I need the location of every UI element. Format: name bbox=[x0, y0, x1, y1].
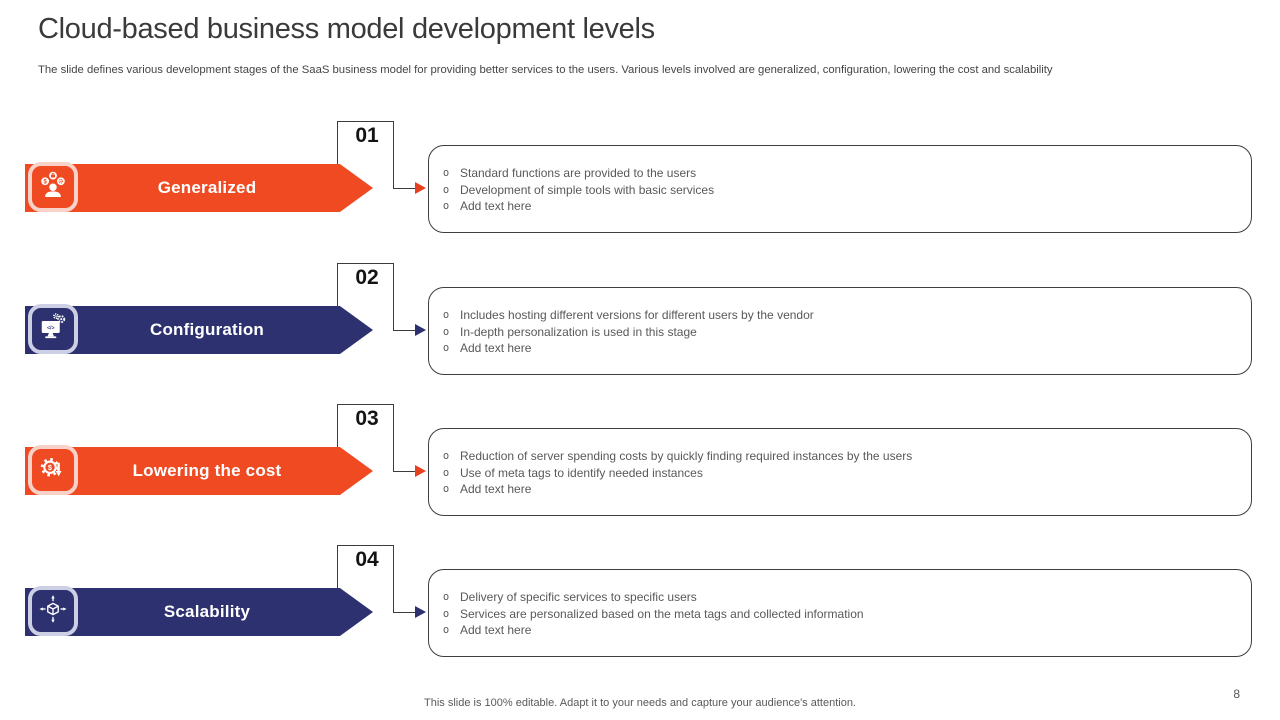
level-banner: Scalability bbox=[25, 588, 373, 636]
bullet-marker: o bbox=[442, 183, 450, 196]
bullet-marker: o bbox=[442, 167, 450, 179]
detail-box: o Includes hosting different versions fo… bbox=[428, 287, 1252, 375]
bullet-text: Development of simple tools with basic s… bbox=[460, 182, 715, 197]
page-number: 8 bbox=[1233, 687, 1240, 701]
connector-arrowhead-icon bbox=[415, 606, 426, 618]
bullet-item: o In-depth personalization is used in th… bbox=[441, 324, 1231, 341]
monitor-gear-icon: </> bbox=[35, 309, 71, 350]
connector-line bbox=[337, 121, 394, 122]
level-row-lowering-the-cost: Lowering the cost $ 03 o Reduction of se… bbox=[0, 404, 1280, 543]
user-services-icon: $ bbox=[35, 167, 71, 208]
bullet-item: o Development of simple tools with basic… bbox=[441, 182, 1231, 199]
connector-line bbox=[337, 404, 394, 405]
step-number: 01 bbox=[355, 124, 379, 147]
level-row-scalability: Scalability 04 bbox=[0, 545, 1280, 684]
bullet-marker: o bbox=[442, 591, 450, 603]
bullet-text: Add text here bbox=[460, 199, 532, 213]
bullet-text: Delivery of specific services to specifi… bbox=[460, 590, 697, 604]
connector-line bbox=[337, 404, 338, 447]
bullet-marker: o bbox=[442, 200, 450, 212]
bullet-text: Includes hosting different versions for … bbox=[460, 308, 814, 322]
bullet-marker: o bbox=[442, 309, 450, 321]
connector-line bbox=[393, 121, 394, 188]
bullet-text: In-depth personalization is used in this… bbox=[460, 324, 697, 339]
connector-line bbox=[393, 545, 394, 612]
icon-tile: $ bbox=[28, 445, 78, 495]
step-number: 02 bbox=[355, 266, 379, 289]
bullet-item: o Standard functions are provided to the… bbox=[441, 165, 1231, 182]
connector-line bbox=[337, 545, 338, 588]
svg-text:</>: </> bbox=[47, 325, 55, 331]
connector-line bbox=[337, 121, 338, 164]
bullet-item: o Services are personalized based on the… bbox=[441, 606, 1231, 623]
level-banner: Generalized bbox=[25, 164, 373, 212]
bullet-marker: o bbox=[442, 450, 450, 462]
connector-line bbox=[337, 545, 394, 546]
level-banner: Configuration bbox=[25, 306, 373, 354]
bullet-text: Add text here bbox=[460, 341, 532, 355]
bullet-text: Use of meta tags to identify needed inst… bbox=[460, 465, 703, 480]
level-banner-label: Generalized bbox=[157, 178, 257, 197]
connector-line bbox=[393, 471, 417, 472]
footer-note: This slide is 100% editable. Adapt it to… bbox=[424, 697, 856, 709]
bullet-item: o Add text here bbox=[441, 481, 1231, 498]
bullet-marker: o bbox=[442, 466, 450, 479]
icon-tile: $ bbox=[28, 162, 78, 212]
scalability-cube-icon bbox=[35, 591, 71, 632]
page-subtitle: The slide defines various development st… bbox=[38, 64, 1053, 76]
detail-box: o Standard functions are provided to the… bbox=[428, 145, 1252, 233]
level-banner-label: Scalability bbox=[163, 602, 251, 621]
connector-arrowhead-icon bbox=[415, 465, 426, 477]
bullet-text: Reduction of server spending costs by qu… bbox=[460, 449, 913, 463]
bullet-marker: o bbox=[442, 483, 450, 495]
bullet-item: o Delivery of specific services to speci… bbox=[441, 589, 1231, 606]
level-banner-label: Lowering the cost bbox=[132, 461, 282, 480]
level-row-configuration: Configuration </> 02 bbox=[0, 263, 1280, 402]
icon-tile: </> bbox=[28, 304, 78, 354]
svg-text:$: $ bbox=[43, 179, 47, 185]
bullet-item: o Add text here bbox=[441, 622, 1231, 639]
svg-text:$: $ bbox=[48, 463, 53, 472]
level-row-generalized: Generalized $ 0 bbox=[0, 121, 1280, 260]
bullet-marker: o bbox=[442, 607, 450, 620]
bullet-text: Add text here bbox=[460, 482, 532, 496]
bullet-item: o Add text here bbox=[441, 198, 1231, 215]
connector-line bbox=[337, 263, 394, 264]
level-banner-label: Configuration bbox=[149, 320, 265, 339]
bullet-marker: o bbox=[442, 342, 450, 354]
bullet-text: Add text here bbox=[460, 623, 532, 637]
bullet-item: o Includes hosting different versions fo… bbox=[441, 307, 1231, 324]
bullet-marker: o bbox=[442, 325, 450, 338]
bullet-text: Standard functions are provided to the u… bbox=[460, 166, 697, 180]
connector-line bbox=[393, 188, 417, 189]
step-number: 04 bbox=[355, 548, 379, 571]
connector-line bbox=[393, 263, 394, 330]
bullet-item: o Use of meta tags to identify needed in… bbox=[441, 465, 1231, 482]
level-banner: Lowering the cost bbox=[25, 447, 373, 495]
connector-line bbox=[393, 404, 394, 471]
connector-arrowhead-icon bbox=[415, 182, 426, 194]
connector-line bbox=[393, 330, 417, 331]
connector-arrowhead-icon bbox=[415, 324, 426, 336]
step-number: 03 bbox=[355, 407, 379, 430]
bullet-text: Services are personalized based on the m… bbox=[460, 606, 864, 621]
bullet-item: o Add text here bbox=[441, 340, 1231, 357]
connector-line bbox=[393, 612, 417, 613]
detail-box: o Delivery of specific services to speci… bbox=[428, 569, 1252, 657]
detail-box: o Reduction of server spending costs by … bbox=[428, 428, 1252, 516]
bullet-marker: o bbox=[442, 624, 450, 636]
cost-reduction-gear-icon: $ bbox=[35, 450, 71, 491]
page-title: Cloud-based business model development l… bbox=[38, 13, 655, 45]
icon-tile bbox=[28, 586, 78, 636]
bullet-item: o Reduction of server spending costs by … bbox=[441, 448, 1231, 465]
connector-line bbox=[337, 263, 338, 306]
